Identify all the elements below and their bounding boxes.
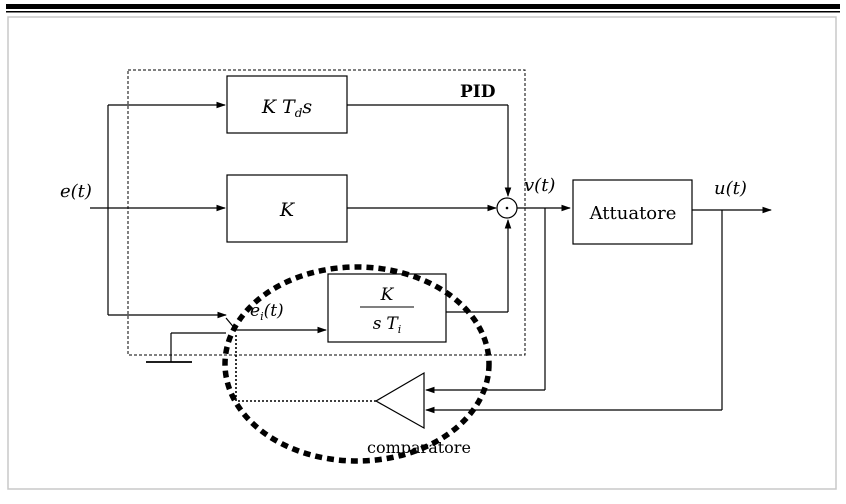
pid-label: PID [460, 82, 496, 102]
input-signal-label: e(t) [60, 181, 92, 202]
comparator-triangle [374, 371, 425, 430]
proportional-label: K [279, 199, 296, 221]
plant-output-label: u(t) [714, 178, 747, 199]
header-rule-thin [6, 11, 840, 13]
integral-numerator: K [380, 285, 395, 305]
controller-output-label: v(t) [524, 175, 555, 196]
antiwindup-highlight-ellipse [222, 264, 492, 464]
actuator-label: Attuatore [589, 203, 677, 224]
pid-boundary [127, 69, 526, 356]
header-rule-thick [6, 4, 840, 9]
integral-block [327, 273, 447, 343]
actuator-block [572, 179, 693, 245]
page-frame [7, 16, 837, 490]
summing-dot [505, 206, 509, 210]
integrator-input-label: ei(t) [250, 301, 284, 323]
comparator-label: comparatore [367, 438, 471, 457]
